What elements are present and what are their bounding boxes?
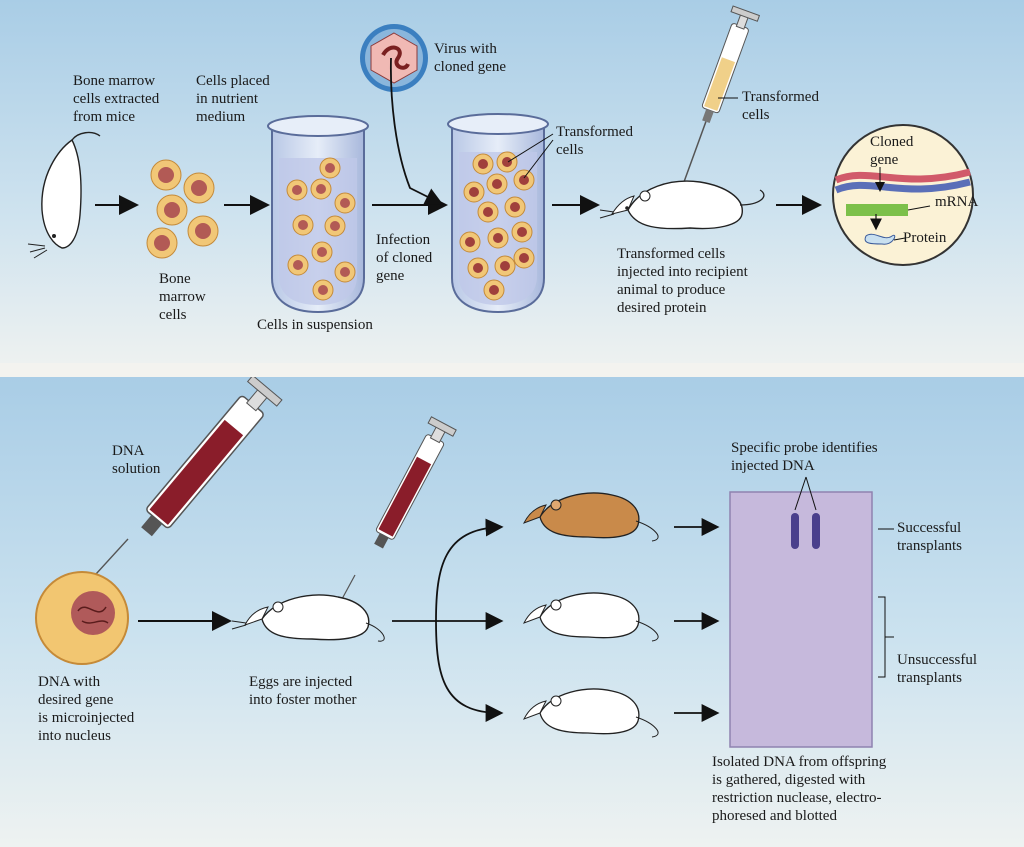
label-probe: Specific probe identifies injected DNA [731,440,878,474]
label-cloned-gene: Cloned gene [870,134,914,168]
dna-syringe [141,377,283,537]
test-tube-suspension [267,115,369,314]
arrows-to-blot [674,518,720,722]
branching-arrows [392,518,504,722]
top-artwork [27,5,974,314]
label-transformed-cells-tube: Transformed cells [556,124,633,158]
label-isolated-dna: Isolated DNA from offspring is gathered,… [712,754,887,824]
top-panel: Bone marrow cells extracted from mice Ce… [0,0,1024,363]
label-cells-placed: Cells placed in nutrient medium [196,73,270,125]
label-bone-marrow-extracted: Bone marrow cells extracted from mice [73,73,160,125]
southern-blot [729,476,894,748]
label-infection: Infection of cloned gene [376,232,433,284]
offspring-mouse-brown [522,492,659,542]
offspring-mouse-white-1 [522,592,659,642]
label-eggs-injected: Eggs are injected into foster mother [249,674,357,708]
test-tube-transformed [447,113,554,314]
gene-expression-inset [832,124,974,266]
donor-mouse [27,131,101,259]
foster-mouse [231,594,385,642]
bone-marrow-cells-drawing [146,159,219,259]
label-dna-solution: DNA solution [112,443,161,477]
label-injected-recipient: Transformed cells injected into recipien… [617,246,748,316]
bottom-artwork [35,377,894,748]
label-protein: Protein [903,230,947,246]
label-transformed-cells-syringe: Transformed cells [742,89,819,123]
panel-divider [0,363,1024,377]
label-virus: Virus with cloned gene [434,41,507,75]
syringe-top [682,5,761,184]
recipient-mouse [599,180,765,230]
small-syringe [374,416,457,549]
label-unsuccessful: Unsuccessful transplants [897,652,977,686]
label-successful: Successful transplants [897,520,962,554]
bottom-panel: DNA solution DNA with desired gene is mi… [0,377,1024,847]
label-mrna: mRNA [935,194,979,210]
label-bone-marrow-cells: Bone marrow cells [159,271,206,323]
label-cells-in-suspension: Cells in suspension [257,317,373,333]
offspring-mouse-white-2 [522,688,659,738]
label-dna-with-gene: DNA with desired gene is microinjected i… [38,674,135,744]
virus-drawing [360,24,444,205]
egg-cell [35,571,129,665]
